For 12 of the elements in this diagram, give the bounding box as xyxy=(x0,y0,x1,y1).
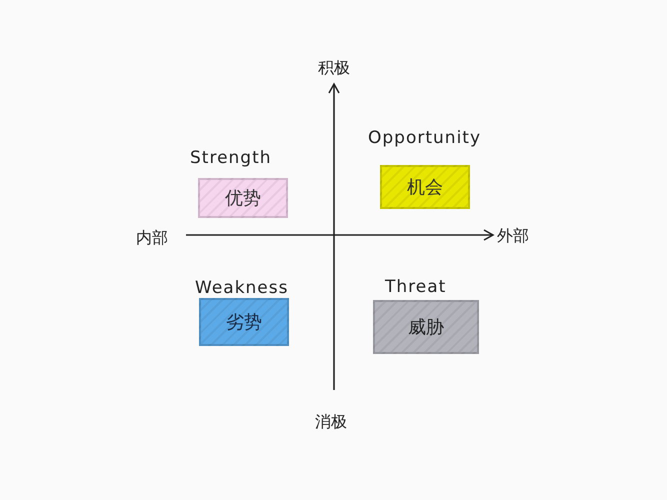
axis-label: 消极 xyxy=(315,412,347,433)
axis-label: 内部 xyxy=(136,228,168,249)
quadrant-heading: Threat xyxy=(385,277,446,297)
quadrant-box: 劣势 xyxy=(199,298,289,346)
quadrant-heading: Opportunity xyxy=(368,128,482,148)
quadrant-heading: Strength xyxy=(190,148,272,168)
axis-label: 外部 xyxy=(497,226,529,247)
quadrant-heading: Weakness xyxy=(195,278,288,298)
quadrant-box: 机会 xyxy=(380,165,470,209)
quadrant-box: 威胁 xyxy=(373,300,479,354)
axis-label: 积极 xyxy=(318,58,350,79)
quadrant-box: 优势 xyxy=(198,178,288,218)
